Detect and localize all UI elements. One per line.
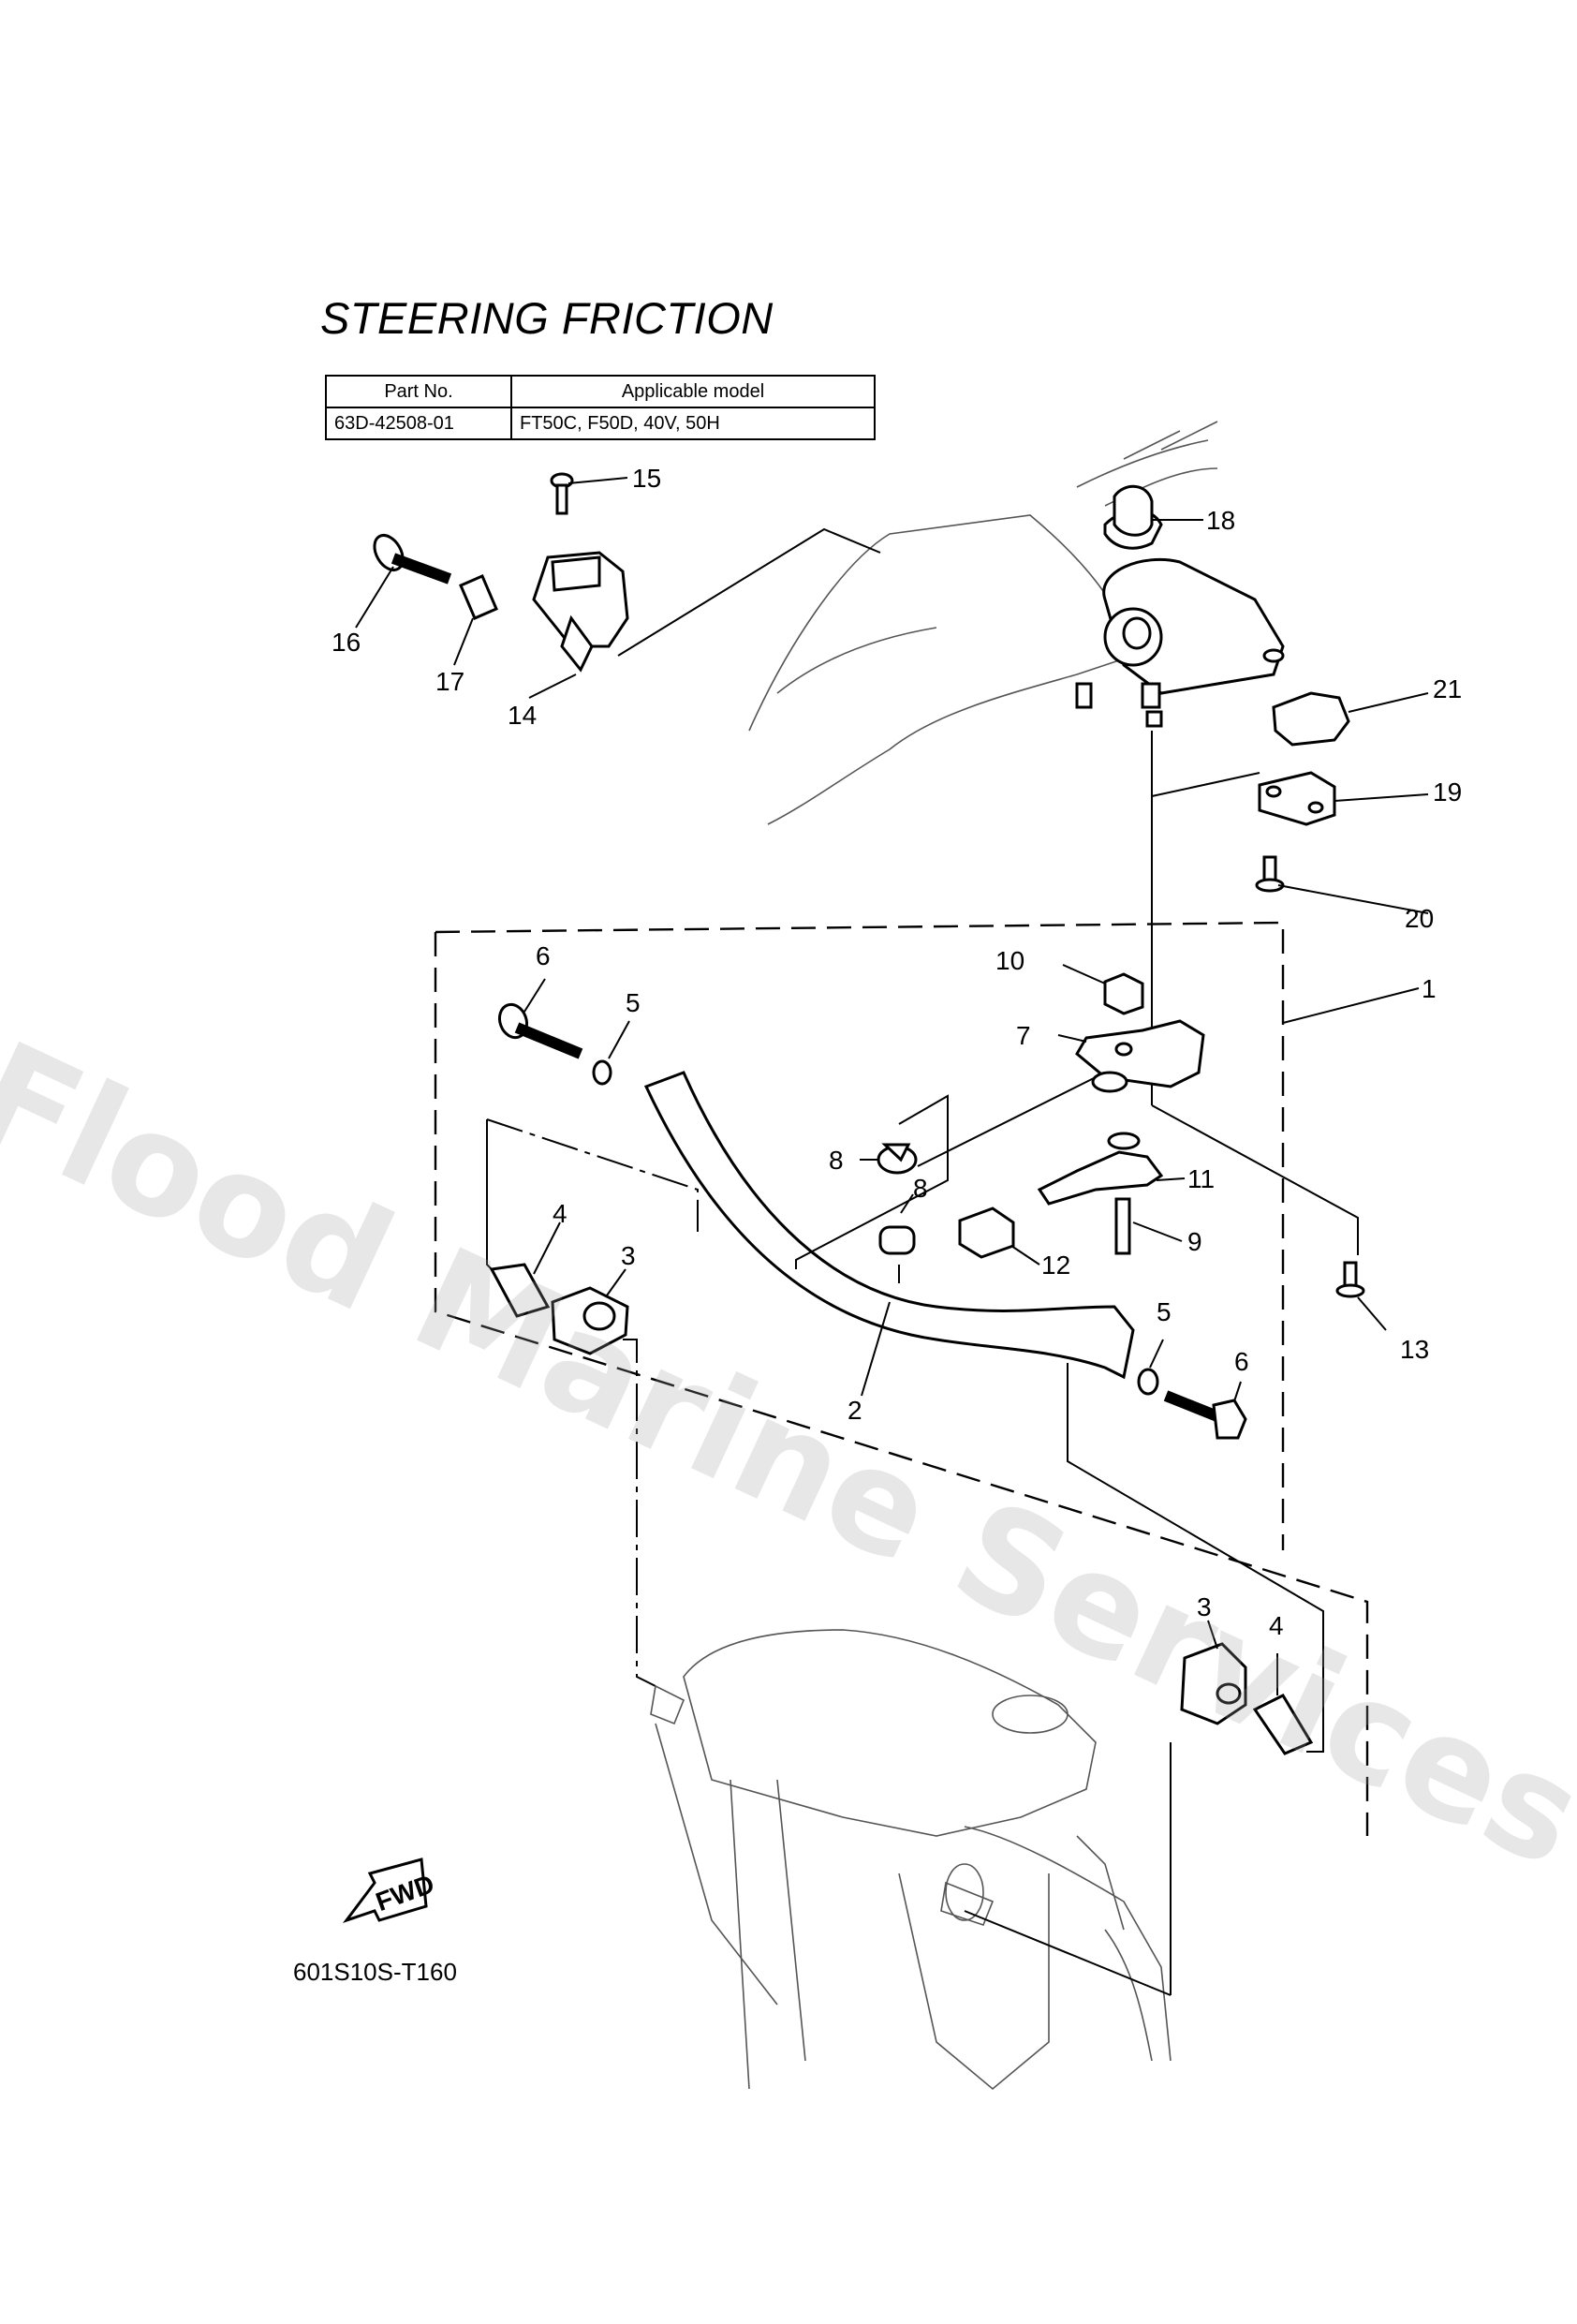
callout-labels: 1 2 3 3 4 4 5 5 6 6 7 8 8 9 10 11 12 13 … (332, 464, 1462, 1640)
callout-5-upper: 5 (626, 988, 641, 1017)
callout-12: 12 (1041, 1251, 1070, 1280)
header-applicable-model: Applicable model (510, 375, 876, 408)
callout-11: 11 (1187, 1164, 1215, 1193)
part-5-washer-left (592, 1020, 630, 1086)
table-row: 63D-42508-01 FT50C, F50D, 40V, 50H (325, 407, 876, 440)
callout-3-right: 3 (1197, 1592, 1212, 1621)
part-11-lever (1037, 1132, 1186, 1206)
part-20-bolt (1255, 855, 1429, 914)
callout-2: 2 (847, 1396, 862, 1425)
part-19-stay (1258, 771, 1429, 826)
callout-6-lower: 6 (1234, 1347, 1249, 1376)
callout-6-upper: 6 (536, 941, 551, 970)
part-5-washer-right (1137, 1339, 1164, 1396)
part-14-holder (528, 527, 881, 699)
page-title: STEERING FRICTION (320, 293, 774, 343)
callout-9: 9 (1187, 1227, 1202, 1256)
callout-20: 20 (1405, 904, 1434, 933)
part-9-stud (1114, 1197, 1183, 1255)
callout-13: 13 (1400, 1335, 1429, 1364)
part-6-bolt-right (1163, 1381, 1247, 1440)
callout-4-right: 4 (1269, 1611, 1284, 1640)
part-spec-table: Part No. Applicable model 63D-42508-01 F… (325, 375, 876, 440)
part-8-grommet-lower (878, 1193, 916, 1255)
callout-17: 17 (435, 667, 464, 696)
callout-21: 21 (1433, 674, 1462, 703)
part-8-grommet-upper (860, 1143, 918, 1175)
callout-14: 14 (508, 701, 537, 730)
callout-10: 10 (995, 946, 1024, 975)
part-15-screw (550, 472, 628, 515)
part-10-nut (1062, 964, 1144, 1015)
part-6-bolt-left (497, 978, 583, 1059)
callout-8-lower: 8 (913, 1174, 928, 1203)
part-13-screw (1335, 1261, 1387, 1331)
cell-applicable-model: FT50C, F50D, 40V, 50H (510, 407, 876, 440)
upper-steering-bracket (1075, 509, 1285, 728)
callout-5-lower: 5 (1157, 1297, 1172, 1326)
fwd-arrow-icon: FWD (342, 1858, 438, 1923)
callout-1: 1 (1422, 974, 1437, 1003)
part-4-collar-left (489, 1221, 561, 1318)
part-1-assembly-boundary (434, 921, 1420, 1836)
part-2-friction-band (643, 1071, 1135, 1397)
diagram-code: 601S10S-T160 (293, 1958, 457, 1986)
part-21-connector (1272, 691, 1429, 747)
header-part-no: Part No. (325, 375, 512, 408)
part-7-plate (1057, 1019, 1205, 1093)
part-3-nut-left (551, 1268, 629, 1355)
callout-3-left: 3 (621, 1241, 636, 1270)
callout-19: 19 (1433, 777, 1462, 807)
spec-table-header: Part No. Applicable model (325, 375, 876, 408)
part-4-collar-right (1252, 1653, 1314, 1755)
callout-7: 7 (1016, 1021, 1031, 1050)
callout-18: 18 (1206, 506, 1235, 535)
callout-15: 15 (632, 464, 661, 493)
cell-part-no: 63D-42508-01 (325, 407, 512, 440)
callout-4-left: 4 (553, 1199, 567, 1228)
part-3-nut-right (1180, 1620, 1247, 1725)
part-17-collar (453, 574, 498, 666)
part-12-clip (958, 1206, 1040, 1266)
callout-16: 16 (332, 628, 361, 657)
part-18-clamp (1113, 484, 1203, 537)
callout-8-upper: 8 (829, 1146, 844, 1175)
background-swivel-bracket (650, 1629, 1172, 2091)
part-16-bolt (355, 534, 452, 629)
